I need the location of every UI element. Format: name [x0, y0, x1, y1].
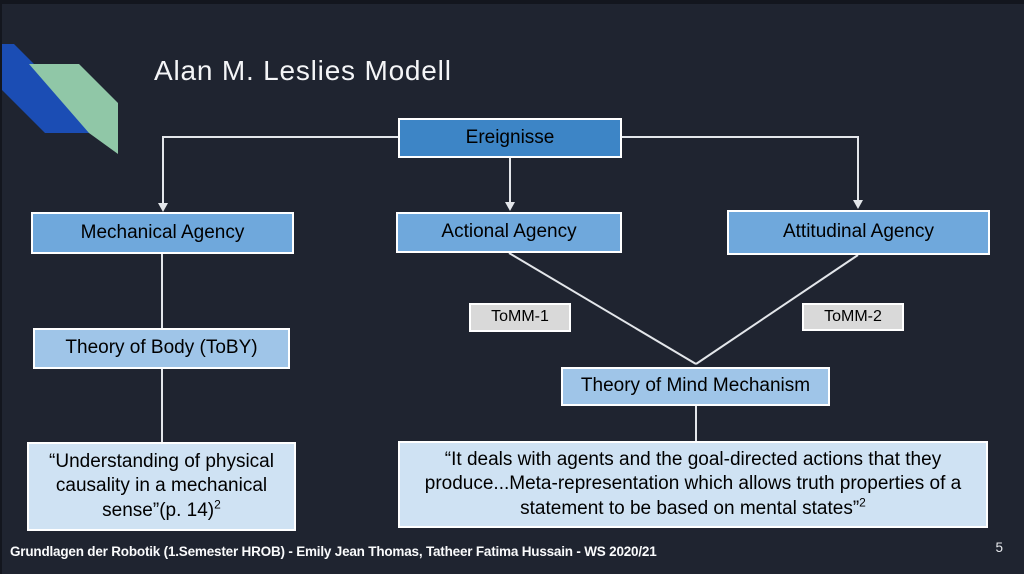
- connector-actional-tmm: [508, 252, 697, 365]
- node-mechanical-agency: Mechanical Agency: [31, 212, 294, 254]
- arrowhead-actional: [505, 202, 515, 211]
- left-edge-strip: [0, 0, 2, 574]
- quote-text: “Understanding of physical causality in …: [49, 451, 274, 521]
- connector-ereignisse-mechanical: [162, 136, 398, 206]
- node-label: ToMM-1: [491, 308, 549, 326]
- node-ereignisse: Ereignisse: [398, 118, 622, 158]
- arrowhead-mechanical: [158, 203, 168, 212]
- node-label: Mechanical Agency: [80, 221, 245, 243]
- node-label: Attitudinal Agency: [782, 221, 935, 243]
- quote-box-tomm: “It deals with agents and the goal-direc…: [398, 441, 988, 528]
- citation-superscript: 2: [859, 495, 866, 510]
- arrowhead-attitudinal: [853, 200, 863, 209]
- node-attitudinal-agency: Attitudinal Agency: [727, 210, 990, 255]
- node-tomm-2: ToMM-2: [802, 303, 904, 331]
- page-number: 5: [995, 540, 1003, 555]
- node-theory-of-mind-mechanism: Theory of Mind Mechanism: [561, 367, 830, 406]
- node-theory-of-body: Theory of Body (ToBY): [33, 328, 290, 369]
- quote-text: “It deals with agents and the goal-direc…: [424, 449, 962, 519]
- quote-box-mechanical: “Understanding of physical causality in …: [27, 442, 296, 531]
- connector-attitudinal-tmm: [695, 254, 859, 365]
- node-label: ToMM-2: [824, 307, 882, 325]
- node-actional-agency: Actional Agency: [396, 212, 622, 253]
- decoration-green-parallelogram: [29, 64, 118, 154]
- node-tomm-1: ToMM-1: [469, 303, 571, 332]
- node-label: Ereignisse: [465, 126, 555, 148]
- node-label: Theory of Body (ToBY): [65, 337, 258, 359]
- citation-superscript: 2: [214, 497, 221, 512]
- slide-title: Alan M. Leslies Modell: [154, 55, 452, 86]
- corner-decoration: [2, 44, 118, 154]
- connector-ereignisse-attitudinal: [622, 136, 859, 203]
- footer-text: Grundlagen der Robotik (1.Semester HROB)…: [10, 544, 657, 559]
- top-edge-strip: [0, 0, 1024, 4]
- node-label: Actional Agency: [441, 221, 577, 243]
- node-label: Theory of Mind Mechanism: [580, 375, 811, 397]
